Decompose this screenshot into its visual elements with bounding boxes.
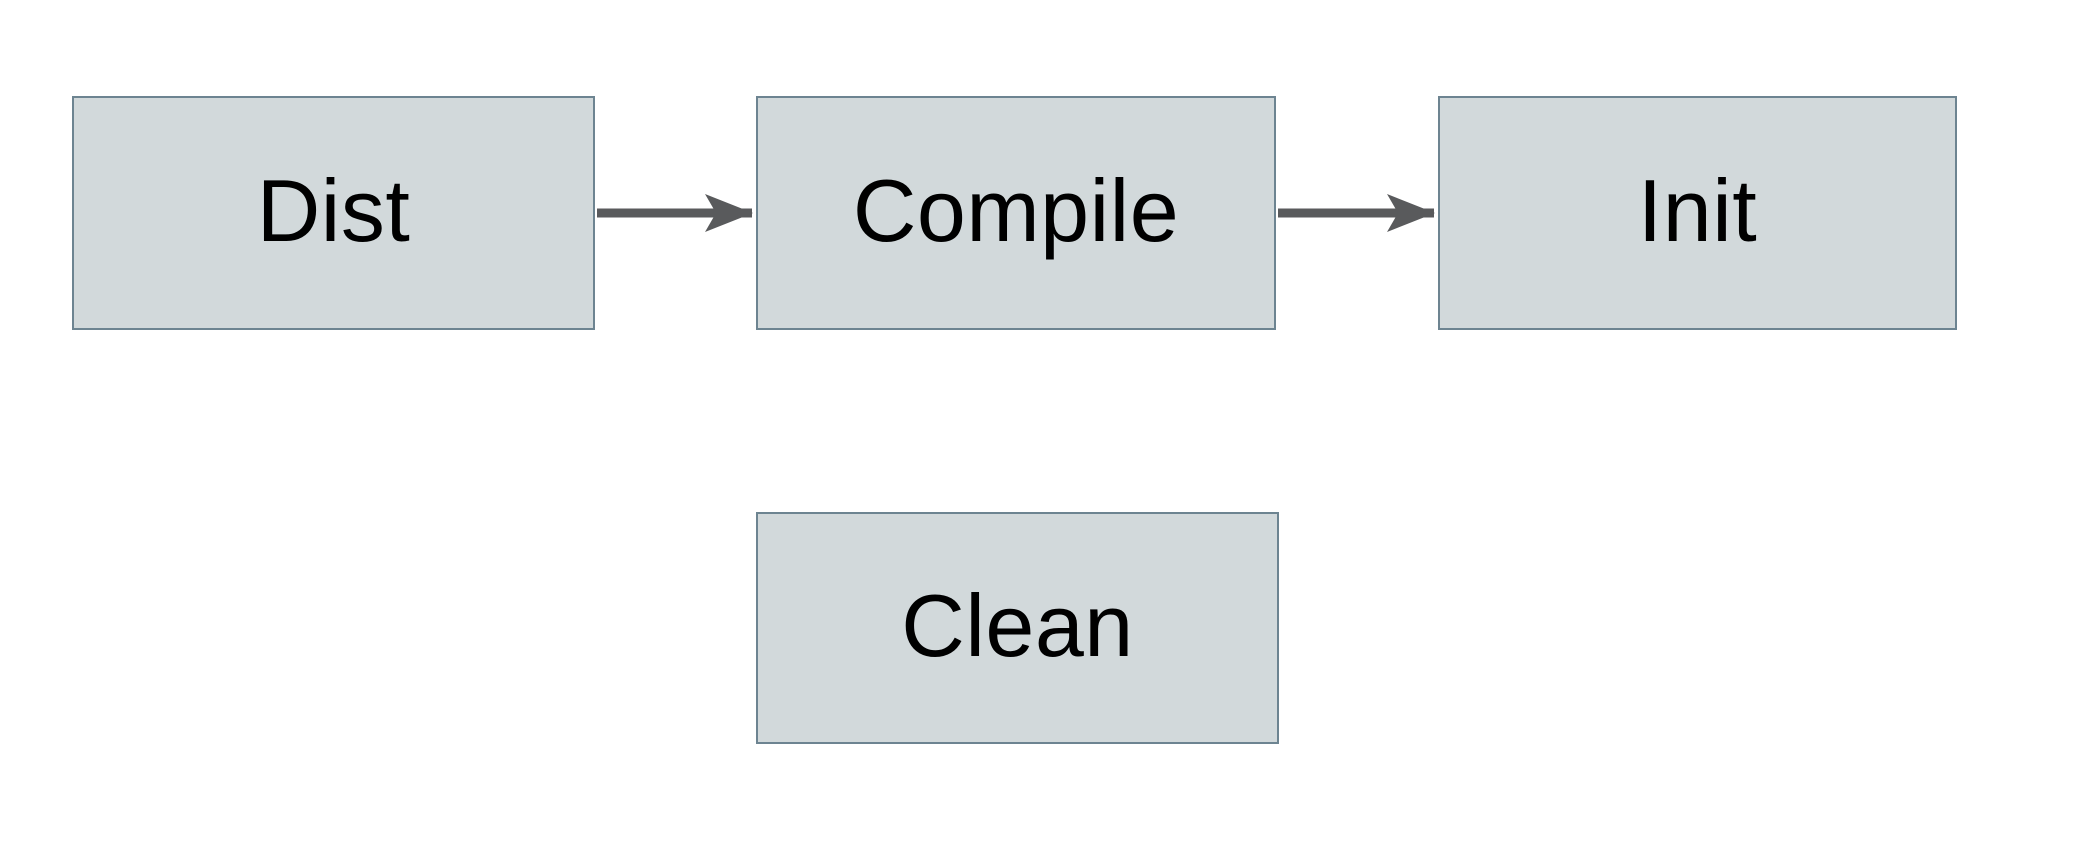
node-clean: Clean	[756, 512, 1279, 744]
node-clean-label: Clean	[901, 576, 1134, 675]
node-dist-label: Dist	[256, 161, 411, 260]
node-compile-label: Compile	[852, 161, 1180, 260]
node-init: Init	[1438, 96, 1957, 330]
node-compile: Compile	[756, 96, 1276, 330]
node-dist: Dist	[72, 96, 595, 330]
node-init-label: Init	[1637, 161, 1758, 260]
